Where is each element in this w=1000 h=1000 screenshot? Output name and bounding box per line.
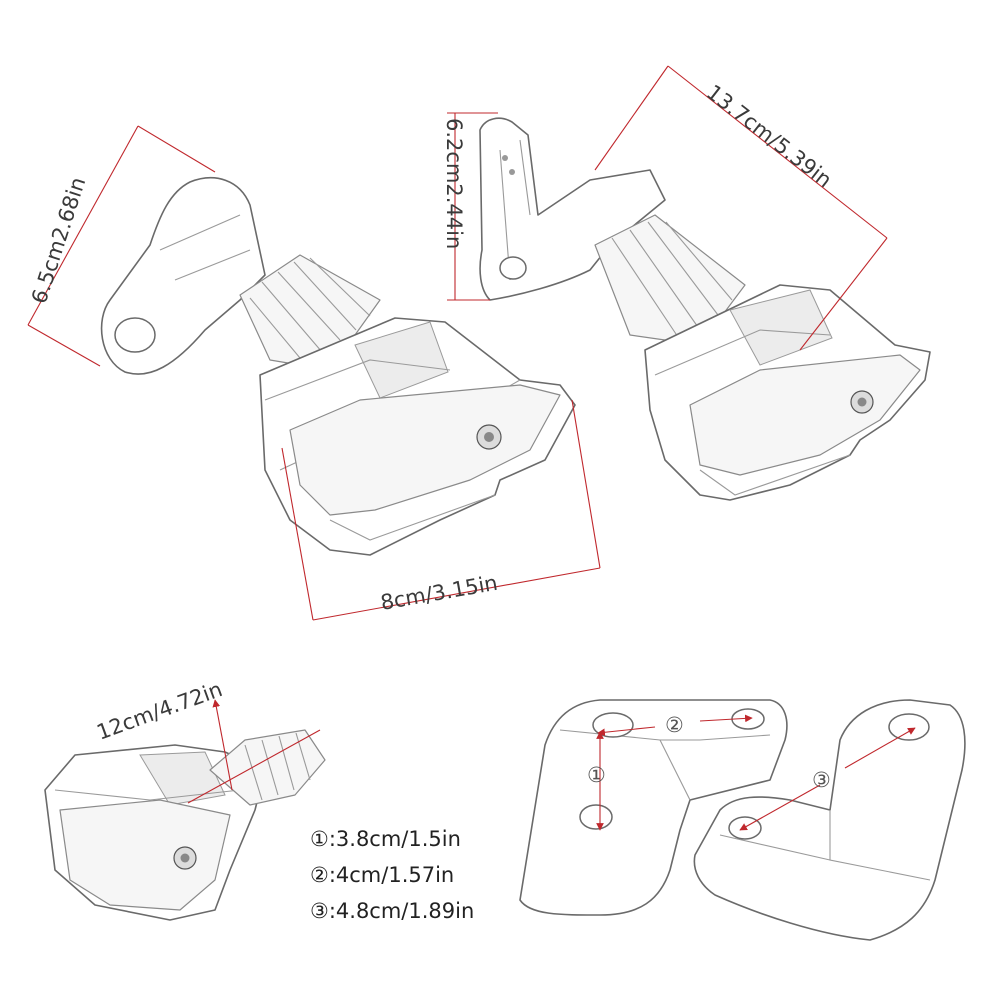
dim-label-width-bottom: 8cm/3.15in [379,571,500,615]
threaded-shaft-right [594,214,746,346]
dimension-legend: ①:3.8cm/1.5in ②:4cm/1.57in ③:4.8cm/1.89i… [310,827,474,923]
threaded-stud [209,729,326,806]
dim-label-length-right: 13.7cm/5.39in [702,80,836,192]
marker-one-label: ① [587,763,606,787]
dim-line-width-bottom [312,567,601,621]
frame-slider-right [479,117,931,501]
dim-line-marker-three [844,727,916,769]
threaded-hole-icon [579,804,613,830]
hole-icon [888,713,930,741]
slider-single-view [44,729,326,921]
dim-label-height-left: 6.5cm2.68in [27,174,90,306]
dim-line-height-left [27,125,139,326]
dim-line-marker-two [699,714,753,723]
frame-slider-left [100,177,576,556]
legend-item-two: ②:4cm/1.57in [310,863,454,887]
marker-two-label: ② [665,713,684,737]
legend-item-one: ①:3.8cm/1.5in [310,827,461,851]
marker-three-label: ③ [812,768,831,792]
bracket-bolt-icon [499,256,527,280]
dim-line-length-right [667,65,888,239]
legend-item-three: ③:4.8cm/1.89in [310,899,474,923]
dim-label-height-right: 6.2cm2.44in [442,118,466,249]
dimension-lines [27,65,916,831]
brackets-pair [519,699,966,941]
dim-label-length-single: 12cm/4.72in [94,677,226,745]
dim-line-length-single [187,729,321,804]
bracket-hole-icon [114,317,156,353]
